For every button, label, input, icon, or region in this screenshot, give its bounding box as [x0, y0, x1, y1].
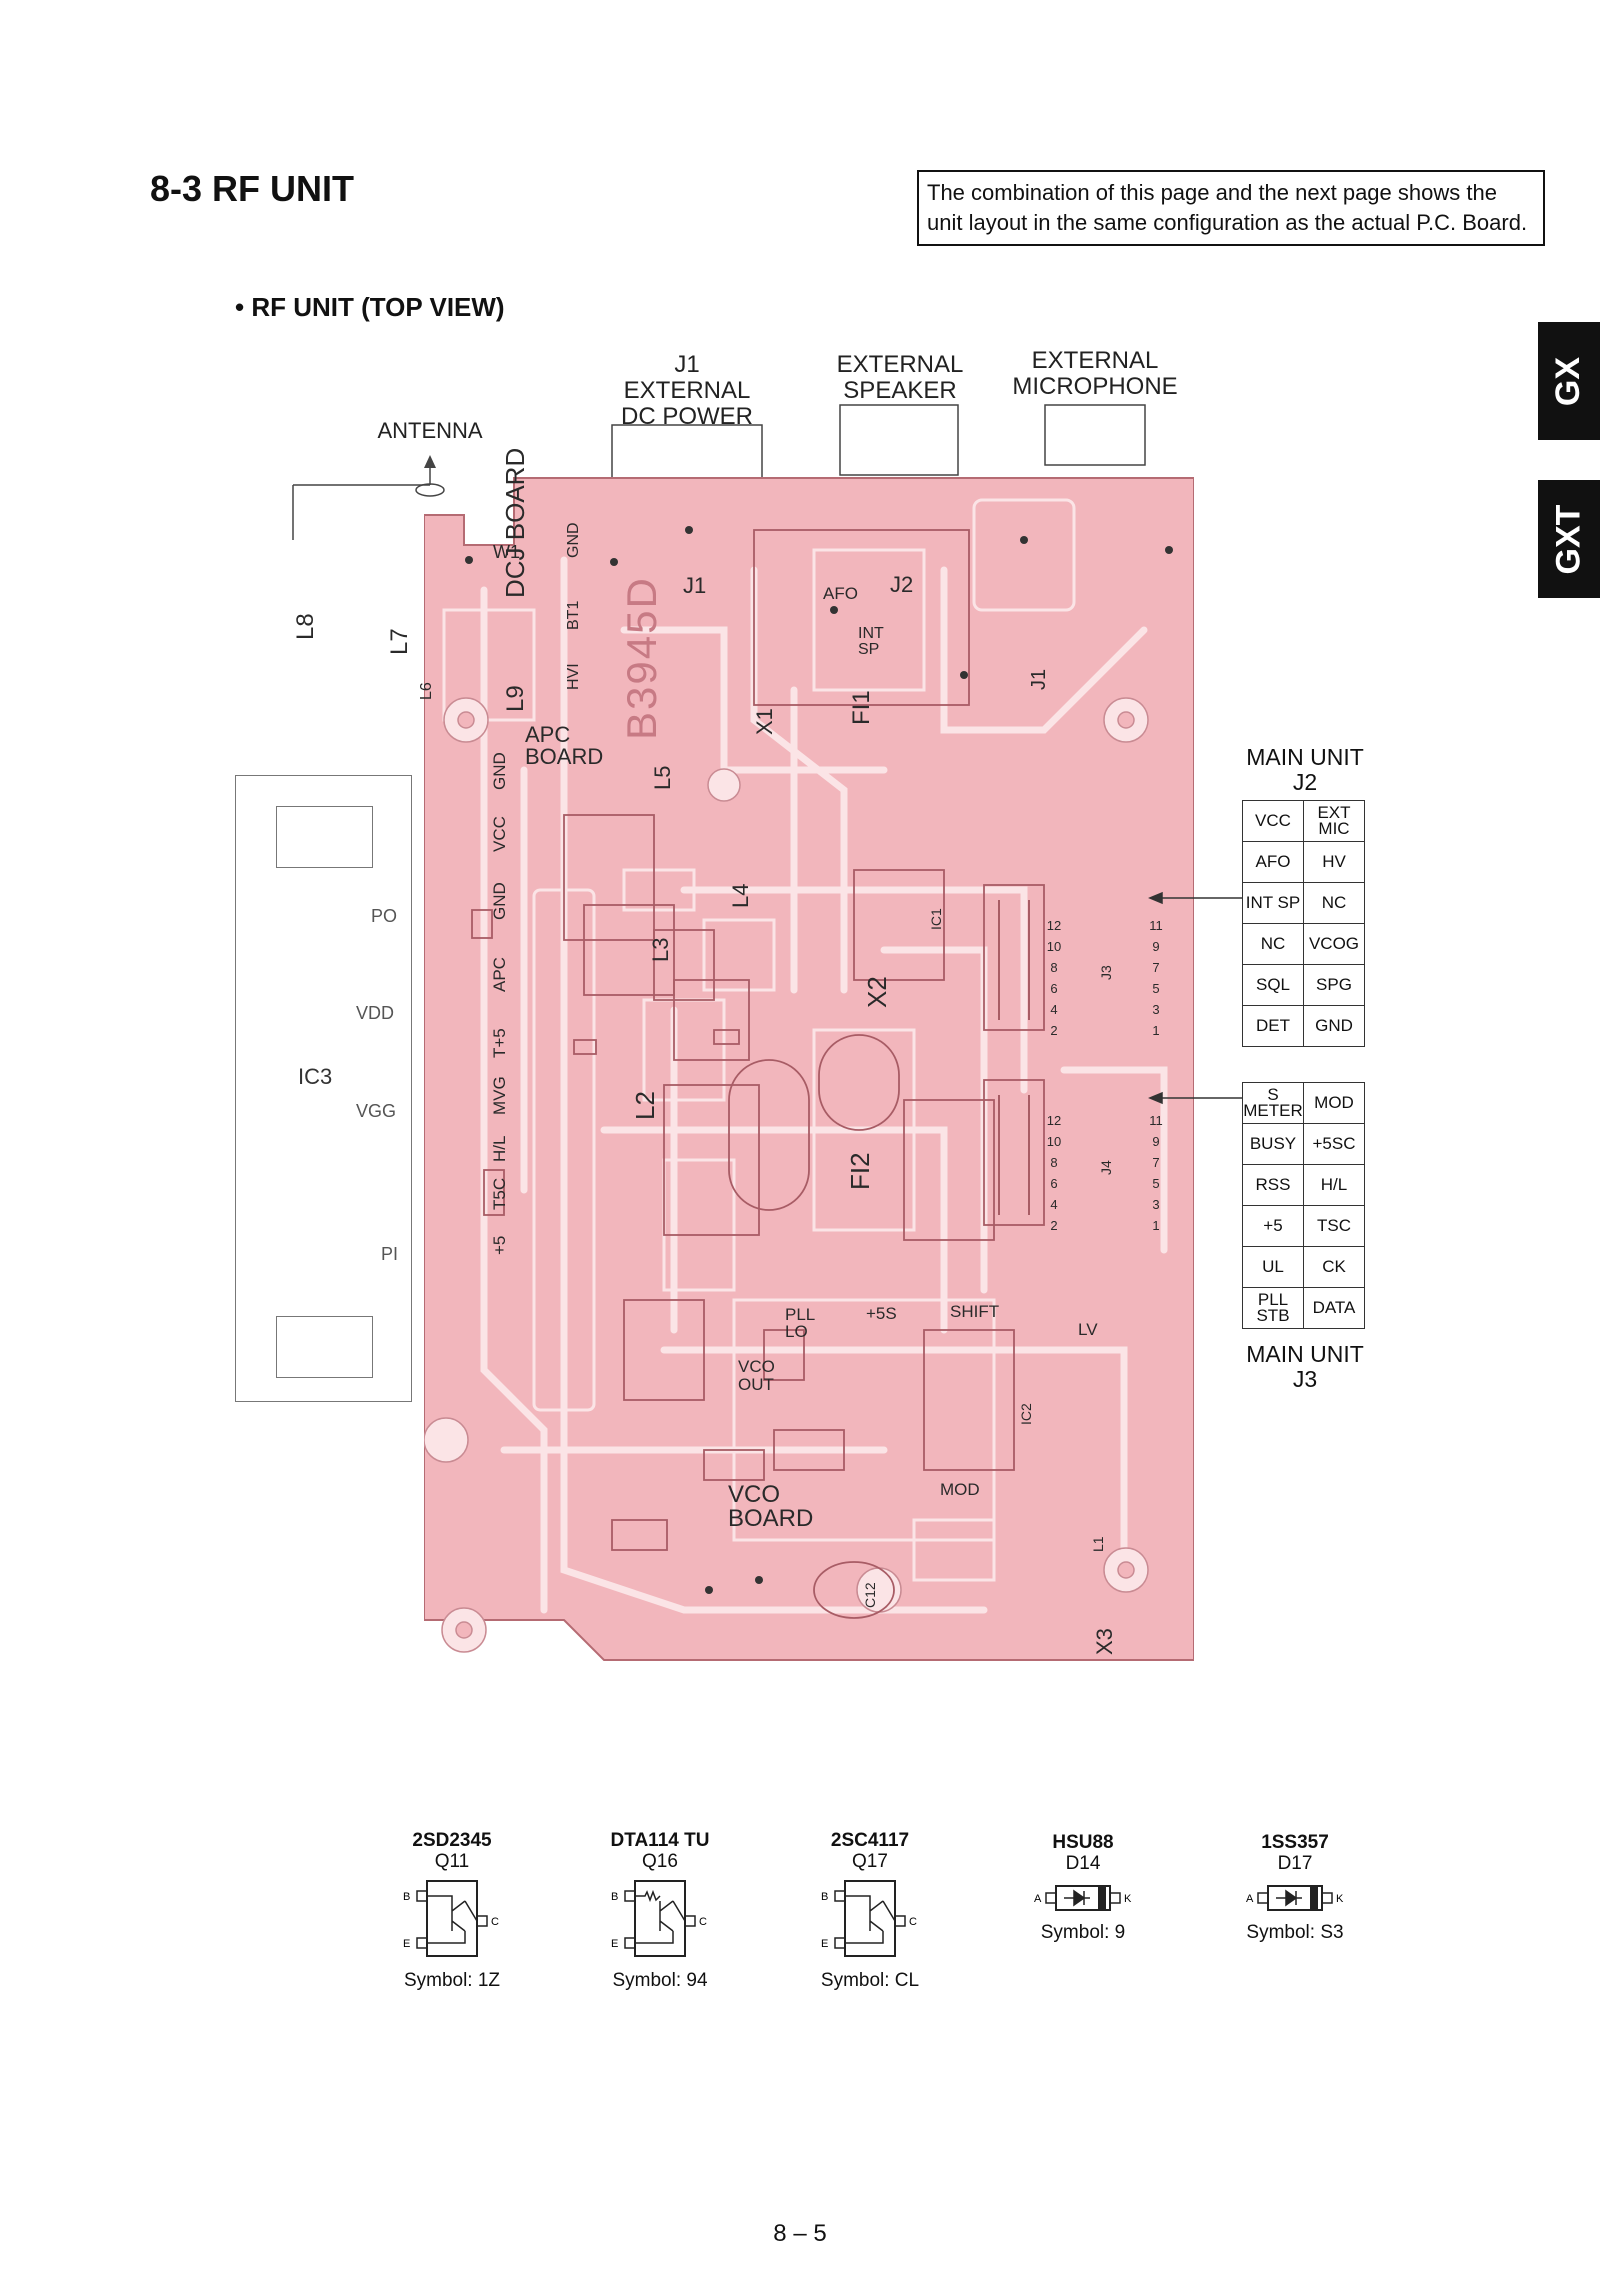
- component-q11: 2SD2345 Q11 B C E Symbol: 1Z: [357, 1830, 547, 1991]
- svg-text:K: K: [1124, 1893, 1132, 1905]
- svg-text:C: C: [491, 1916, 499, 1928]
- j2-cell: EXT MIC: [1303, 800, 1365, 842]
- component-d17: 1SS357 D17 A K Symbol: S3: [1200, 1832, 1390, 1943]
- ic3-label: IC3: [298, 1064, 333, 1089]
- ic3-mount-bottom: [276, 1316, 373, 1378]
- j3-cell: CK: [1303, 1246, 1365, 1288]
- j3-cell: +5: [1242, 1205, 1304, 1247]
- ic3-module: IC3 PO VDD VGG PI: [235, 775, 412, 1402]
- section-title: 8-3 RF UNIT: [150, 168, 355, 209]
- ic3-mount-top: [276, 806, 373, 868]
- antenna-label: ANTENNA: [377, 418, 483, 443]
- tab-gx[interactable]: GX: [1538, 322, 1600, 440]
- diode-icon: A K: [1246, 1885, 1344, 1911]
- j3-cell: RSS: [1242, 1164, 1304, 1206]
- svg-text:A: A: [1246, 1893, 1254, 1905]
- j3-cell: UL: [1242, 1246, 1304, 1288]
- diode-icon: A K: [1034, 1885, 1132, 1911]
- diagram-subtitle: • RF UNIT (TOP VIEW): [235, 292, 505, 322]
- transistor-icon: B C E: [403, 1880, 499, 1957]
- svg-text:C: C: [699, 1916, 707, 1928]
- rf-unit-pcb: [424, 477, 1194, 1661]
- svg-text:A: A: [1034, 1893, 1042, 1905]
- j3-cell: DATA: [1303, 1287, 1365, 1329]
- j2-cell: AFO: [1242, 841, 1304, 883]
- component-q16: DTA114 TU Q16 B C E Symbol: 94: [565, 1830, 755, 1991]
- svg-text:C: C: [909, 1916, 917, 1928]
- svg-text:K: K: [1336, 1893, 1344, 1905]
- component-q17: 2SC4117 Q17 B C E Symbol: CL: [775, 1830, 965, 1991]
- j2-cell: GND: [1303, 1005, 1365, 1047]
- j3-cell: +5SC: [1303, 1123, 1365, 1165]
- j2-cell: INT SP: [1242, 882, 1304, 924]
- page-number: 8 – 5: [773, 2220, 827, 2247]
- svg-text:E: E: [821, 1938, 828, 1950]
- ic3-pin-vdd: VDD: [356, 1003, 395, 1023]
- transistor-icon: B C E: [821, 1880, 917, 1957]
- svg-text:B: B: [403, 1891, 410, 1903]
- j3-cell: H/L: [1303, 1164, 1365, 1206]
- layout-note-box: The combination of this page and the nex…: [917, 170, 1545, 246]
- component-d14: HSU88 D14 A K Symbol: 9: [988, 1832, 1178, 1943]
- svg-text:B: B: [611, 1891, 618, 1903]
- svg-text:B: B: [821, 1891, 828, 1903]
- transistor-icon: B C E: [611, 1880, 707, 1957]
- j2-cell: VCC: [1242, 800, 1304, 842]
- tab-gxt[interactable]: GXT: [1538, 480, 1600, 598]
- j2-cell: DET: [1242, 1005, 1304, 1047]
- j2-cell: SQL: [1242, 964, 1304, 1006]
- ic3-pin-pi: PI: [381, 1244, 399, 1264]
- svg-text:E: E: [403, 1938, 410, 1950]
- ic3-pin-vgg: VGG: [356, 1101, 397, 1121]
- ic3-pin-po: PO: [371, 906, 398, 926]
- j2-cell: SPG: [1303, 964, 1365, 1006]
- j2-cell: HV: [1303, 841, 1365, 883]
- j2-cell: NC: [1303, 882, 1365, 924]
- svg-text:E: E: [611, 1938, 618, 1950]
- j2-cell: NC: [1242, 923, 1304, 965]
- j2-cell: VCOG: [1303, 923, 1365, 965]
- j3-cell: TSC: [1303, 1205, 1365, 1247]
- j3-cell: S METER: [1242, 1082, 1304, 1124]
- j3-cell: PLL STB: [1242, 1287, 1304, 1329]
- j3-cell: MOD: [1303, 1082, 1365, 1124]
- j3-cell: BUSY: [1242, 1123, 1304, 1165]
